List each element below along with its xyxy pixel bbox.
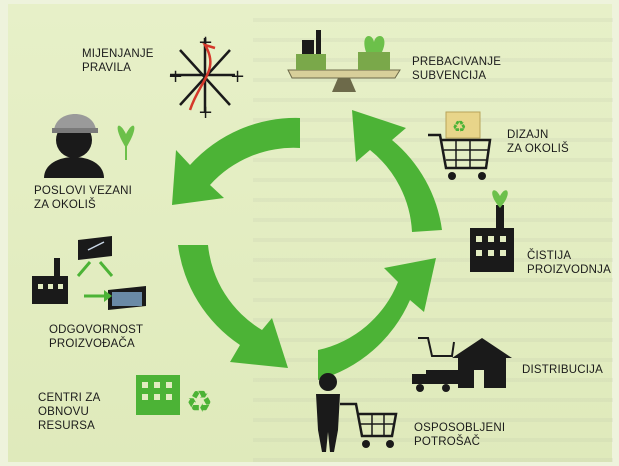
- label-line: ODGOVORNOST: [49, 324, 144, 336]
- arrow-left: [178, 245, 288, 368]
- label-line: PRAVILA: [82, 62, 132, 74]
- background-texture: [253, 2, 613, 464]
- label-line: DIZAJN: [507, 129, 549, 141]
- label-line: OBNOVU: [38, 406, 90, 418]
- svg-text:+: +: [198, 32, 213, 53]
- label-line: ČISTIJA: [527, 250, 572, 262]
- label-cistija-proizvodnja: ČISTIJA PROIZVODNJA: [527, 249, 611, 277]
- label-prebacivanje-subvencija: PREBACIVANJE SUBVENCIJA: [412, 55, 501, 83]
- label-osposobljeni-potrosac: OSPOSOBLJENI POTROŠAČ: [414, 421, 505, 449]
- label-line: SUBVENCIJA: [412, 70, 487, 82]
- label-line: MIJENJANJE: [82, 48, 154, 60]
- label-poslovi-vezani-za-okolis: POSLOVI VEZANI ZA OKOLIŠ: [34, 184, 132, 212]
- label-line: PROIZVODNJA: [527, 264, 611, 276]
- label-line: ZA OKOLIŠ: [34, 199, 96, 211]
- label-line: CENTRI ZA: [38, 392, 101, 404]
- arrow-right: [352, 110, 442, 232]
- label-centri-za-obnovu-resursa: CENTRI ZA OBNOVU RESURSA: [38, 391, 101, 433]
- svg-text:♻: ♻: [186, 385, 213, 420]
- arrow-top: [172, 117, 300, 205]
- label-line: RESURSA: [38, 420, 95, 432]
- svg-text:+: +: [198, 102, 213, 123]
- label-line: OSPOSOBLJENI: [414, 422, 506, 434]
- label-dizajn-za-okolis: DIZAJN ZA OKOLIŠ: [507, 128, 569, 156]
- svg-text:+: +: [230, 66, 245, 87]
- label-line: POTROŠAČ: [414, 436, 481, 448]
- arrow-bottom-right: [318, 258, 436, 380]
- label-odgovornost-proizvodaca: ODGOVORNOST PROIZVOĐAČA: [49, 323, 143, 351]
- label-line: PROIZVOĐAČA: [49, 338, 135, 350]
- label-mijenjanje-pravila: MIJENJANJE PRAVILA: [82, 47, 154, 75]
- svg-text:+: +: [168, 66, 183, 87]
- label-distribucija: DISTRIBUCIJA: [522, 363, 603, 377]
- label-line: POSLOVI VEZANI: [34, 185, 133, 197]
- label-line: ZA OKOLIŠ: [507, 143, 569, 155]
- label-line: DISTRIBUCIJA: [522, 364, 603, 376]
- label-line: PREBACIVANJE: [412, 56, 502, 68]
- svg-text:♻: ♻: [452, 117, 466, 136]
